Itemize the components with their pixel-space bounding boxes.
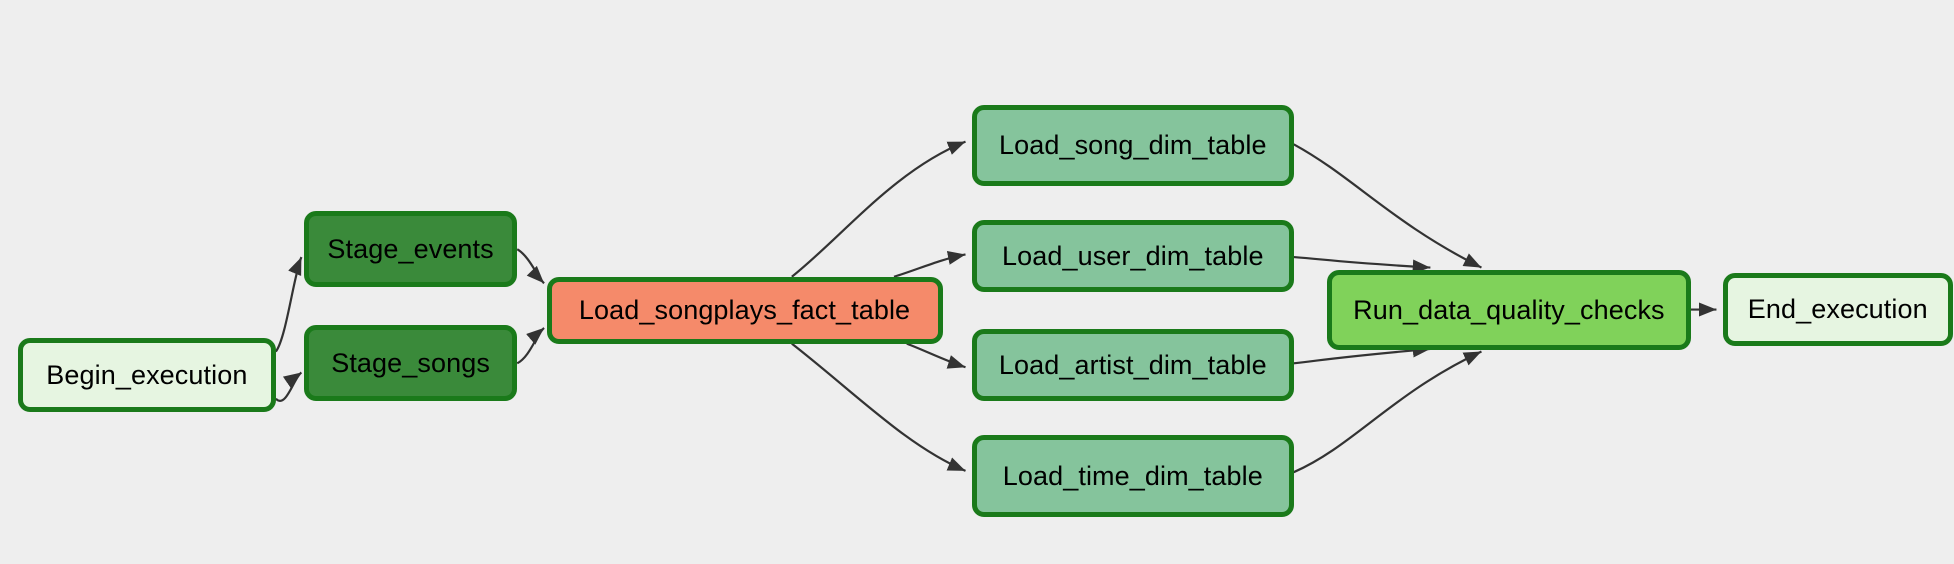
dag-node-label: Begin_execution	[46, 359, 248, 390]
dag-edge-begin_execution-to-stage_events	[274, 256, 303, 353]
dag-edge-load_artist_dim_table-to-run_data_quality_checks	[1293, 343, 1431, 365]
dag-node-load-artist-dim-table[interactable]: Load_artist_dim_table	[971, 329, 1294, 402]
dag-edge-begin_execution-to-stage_songs	[275, 371, 303, 402]
dag-edge-load_songplays_fact_table-to-load_user_dim_table	[893, 250, 966, 278]
dag-node-load-user-dim-table[interactable]: Load_user_dim_table	[971, 220, 1294, 293]
dag-node-label: Load_songplays_fact_table	[578, 294, 911, 325]
dag-edge-load_songplays_fact_table-to-load_song_dim_table	[791, 140, 966, 278]
dag-node-begin-execution[interactable]: Begin_execution	[17, 338, 276, 412]
dag-node-stage-events[interactable]: Stage_events	[303, 211, 518, 288]
dag-edge-stage_songs-to-load_songplays_fact_table	[516, 327, 545, 365]
dag-edge-load_song_dim_table-to-run_data_quality_checks	[1293, 143, 1482, 269]
dag-edge-load_songplays_fact_table-to-load_time_dim_table	[791, 342, 966, 472]
dag-node-load-songplays-fact-table[interactable]: Load_songplays_fact_table	[546, 276, 943, 344]
dag-node-label: Load_song_dim_table	[998, 130, 1267, 161]
dag-node-load-time-dim-table[interactable]: Load_time_dim_table	[971, 435, 1294, 517]
dag-node-end-execution[interactable]: End_execution	[1722, 272, 1953, 347]
dag-node-run-data-quality-checks[interactable]: Run_data_quality_checks	[1326, 270, 1691, 351]
dag-node-label: Stage_songs	[331, 347, 490, 378]
dag-node-label: Stage_events	[327, 233, 494, 264]
dag-node-load-song-dim-table[interactable]: Load_song_dim_table	[971, 104, 1294, 187]
dag-node-label: Load_user_dim_table	[1002, 240, 1264, 271]
dag-edge-stage_events-to-load_songplays_fact_table	[516, 248, 545, 285]
dag-node-label: Load_artist_dim_table	[998, 349, 1267, 380]
dag-node-label: Run_data_quality_checks	[1353, 294, 1665, 325]
dag-edge-load_songplays_fact_table-to-load_artist_dim_table	[906, 342, 966, 369]
dag-node-stage-songs[interactable]: Stage_songs	[303, 325, 518, 402]
dag-node-label: Load_time_dim_table	[1002, 460, 1263, 491]
dag-node-label: End_execution	[1747, 294, 1928, 325]
dag-edge-load_time_dim_table-to-run_data_quality_checks	[1293, 350, 1482, 474]
dag-edge-load_user_dim_table-to-run_data_quality_checks	[1293, 255, 1431, 274]
